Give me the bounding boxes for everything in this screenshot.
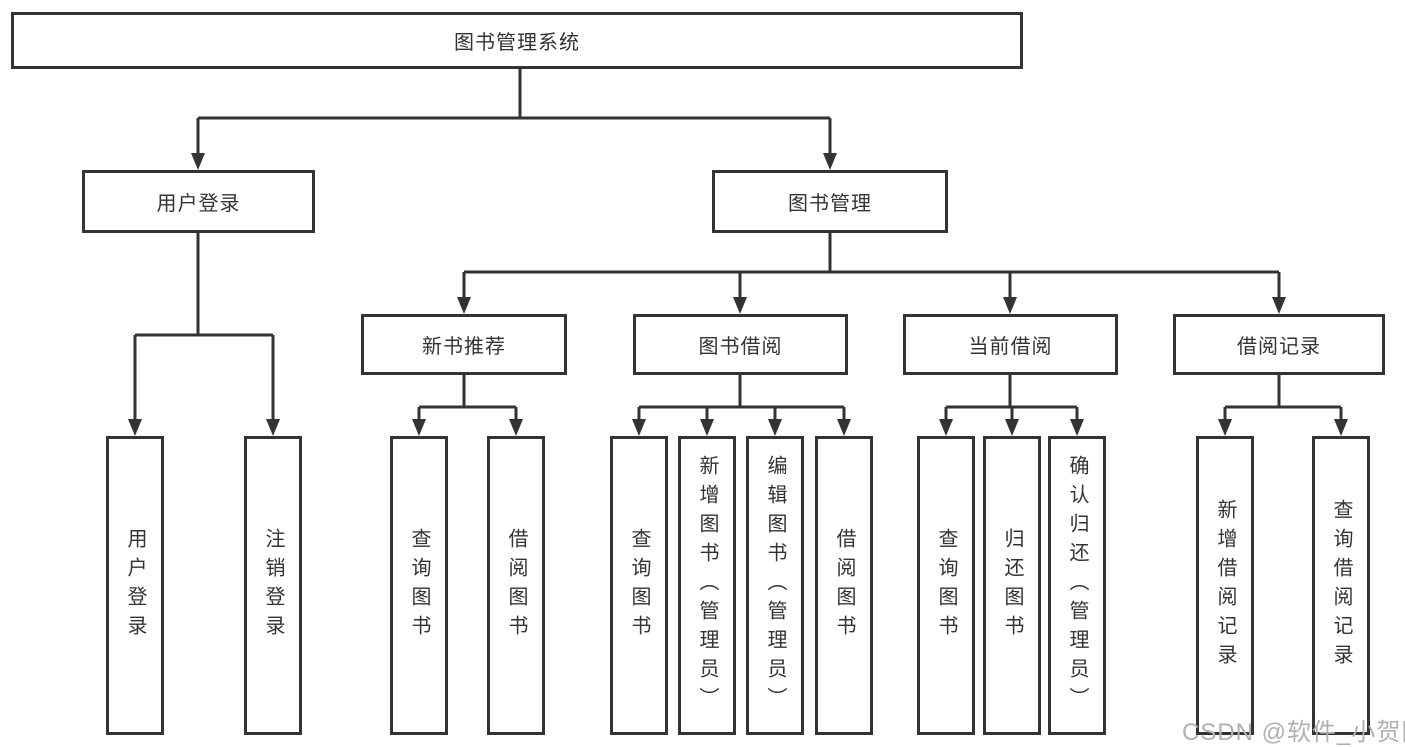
node-label: 注销登录 xyxy=(262,527,284,644)
node-label: 查询图书 xyxy=(628,527,650,644)
arrow-icon xyxy=(509,419,523,436)
leaf-edit-books-admin: 编辑图书（管理员） xyxy=(746,436,804,735)
node-label: 新增借阅记录 xyxy=(1214,498,1236,673)
leaf-confirm-return-admin: 确认归还（管理员） xyxy=(1048,436,1106,735)
node-book-borrowing: 图书借阅 xyxy=(633,314,848,375)
node-label: 用户登录 xyxy=(156,193,241,215)
node-label: 当前借阅 xyxy=(968,336,1053,358)
node-label: 新增图书（管理员） xyxy=(696,455,718,716)
leaf-add-borrow-record: 新增借阅记录 xyxy=(1196,436,1254,735)
arrow-icon xyxy=(1070,419,1084,436)
node-book-management: 图书管理 xyxy=(712,170,948,233)
leaf-add-books-admin: 新增图书（管理员） xyxy=(678,436,736,735)
arrow-icon xyxy=(823,153,837,170)
node-root: 图书管理系统 xyxy=(11,12,1023,69)
leaf-query-borrow-record: 查询借阅记录 xyxy=(1312,436,1370,735)
arrow-icon xyxy=(1334,419,1348,436)
arrow-icon xyxy=(768,419,782,436)
watermark: CSDN @软件_小贺同学 xyxy=(1182,719,1405,746)
arrow-icon xyxy=(733,297,747,314)
leaf-borrow-books: 借阅图书 xyxy=(815,436,873,735)
connector-book-management xyxy=(462,233,1281,299)
node-label: 图书借阅 xyxy=(698,336,783,358)
node-new-book-recommendation: 新书推荐 xyxy=(361,314,567,375)
leaf-query-books-borrow: 查询图书 xyxy=(610,436,668,735)
node-label: 查询图书 xyxy=(935,527,957,644)
connector-book-borrowing xyxy=(637,375,846,421)
node-label: 图书管理 xyxy=(788,193,872,215)
arrow-icon xyxy=(191,153,205,170)
arrow-icon xyxy=(457,297,471,314)
arrow-icon xyxy=(128,419,142,436)
leaf-query-books-recommend: 查询图书 xyxy=(390,436,448,735)
node-label: 查询图书 xyxy=(408,527,430,644)
connector-root xyxy=(196,69,832,155)
node-label: 用户登录 xyxy=(124,527,146,644)
node-current-borrowing: 当前借阅 xyxy=(903,314,1118,375)
arrow-icon xyxy=(412,419,426,436)
arrow-icon xyxy=(700,419,714,436)
leaf-logout: 注销登录 xyxy=(244,436,302,735)
connector-borrowing-records xyxy=(1223,375,1343,421)
leaf-user-login: 用户登录 xyxy=(106,436,164,735)
leaf-return-books: 归还图书 xyxy=(983,436,1041,735)
node-label: 借阅记录 xyxy=(1237,336,1321,358)
arrow-icon xyxy=(632,419,646,436)
connector-new-book xyxy=(417,375,518,421)
leaf-borrow-books-recommend: 借阅图书 xyxy=(487,436,545,735)
arrow-icon xyxy=(1272,297,1286,314)
node-label: 图书管理系统 xyxy=(454,32,580,54)
connector-user-login xyxy=(133,233,275,421)
arrow-icon xyxy=(1005,419,1019,436)
arrow-icon xyxy=(837,419,851,436)
node-label: 借阅图书 xyxy=(505,527,527,644)
leaf-query-books-current: 查询图书 xyxy=(917,436,975,735)
node-user-login: 用户登录 xyxy=(82,170,315,233)
arrow-icon xyxy=(939,419,953,436)
node-label: 确认归还（管理员） xyxy=(1066,455,1088,716)
node-label: 编辑图书（管理员） xyxy=(764,455,786,716)
connector-current-borrowing xyxy=(944,375,1079,421)
node-label: 新书推荐 xyxy=(422,336,506,358)
arrow-icon xyxy=(1218,419,1232,436)
node-borrowing-records: 借阅记录 xyxy=(1173,314,1385,375)
node-label: 借阅图书 xyxy=(833,527,855,644)
arrow-icon xyxy=(1003,297,1017,314)
arrow-icon xyxy=(266,419,280,436)
node-label: 归还图书 xyxy=(1001,527,1023,644)
node-label: 查询借阅记录 xyxy=(1330,498,1352,673)
